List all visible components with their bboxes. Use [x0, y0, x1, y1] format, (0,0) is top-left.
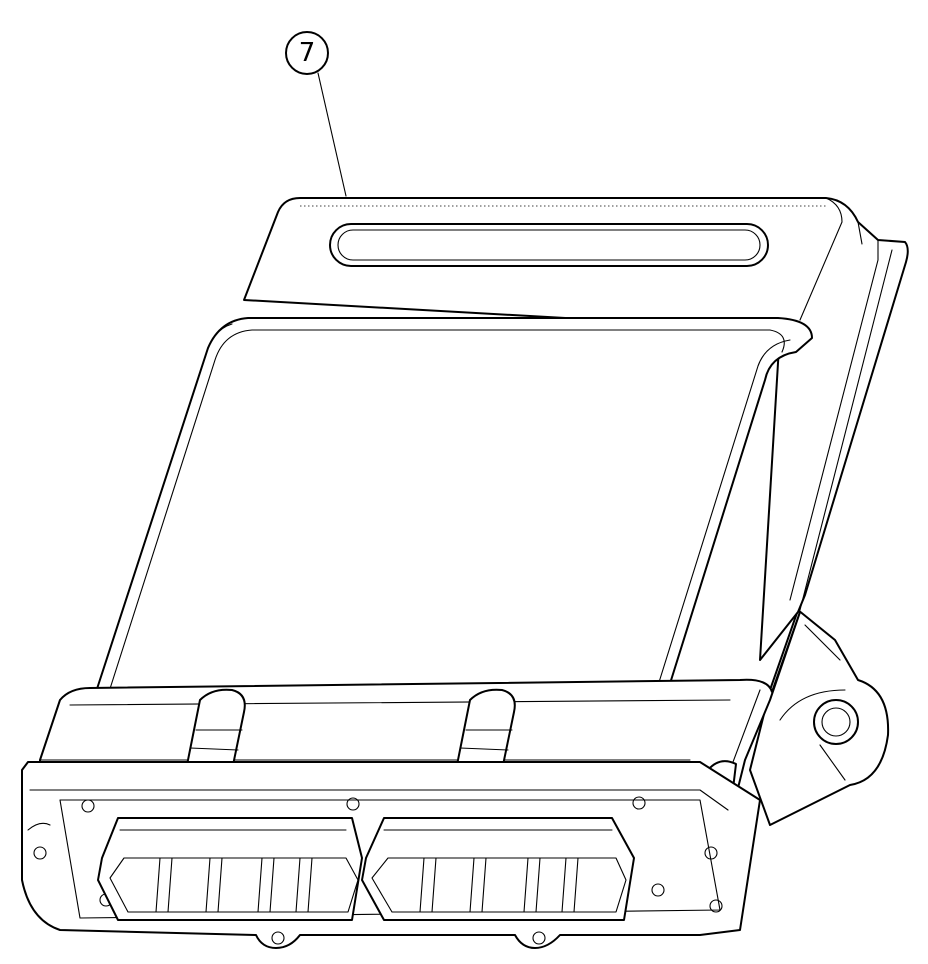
screw-hole	[532, 931, 546, 945]
screw-hole	[651, 883, 665, 897]
screw-hole	[709, 899, 723, 913]
part-callout	[285, 31, 347, 197]
rear-flange	[243, 197, 909, 661]
screw-hole	[704, 846, 718, 860]
connector-left	[97, 817, 363, 921]
screw-hole	[81, 799, 95, 813]
mounting-bracket	[749, 609, 890, 826]
screw-hole	[632, 796, 646, 810]
connector-right	[361, 817, 635, 921]
vent-slot	[329, 223, 769, 267]
callout-number: 7	[298, 38, 316, 68]
screw-hole	[271, 931, 285, 945]
screw-hole	[33, 846, 47, 860]
mounting-hole	[813, 699, 859, 745]
latch-tab-left	[185, 688, 246, 779]
top-cover	[93, 317, 813, 704]
latch-tab-right	[455, 688, 516, 779]
callout-leader	[317, 72, 347, 197]
screw-hole	[346, 797, 360, 811]
callout-circle	[285, 31, 329, 75]
